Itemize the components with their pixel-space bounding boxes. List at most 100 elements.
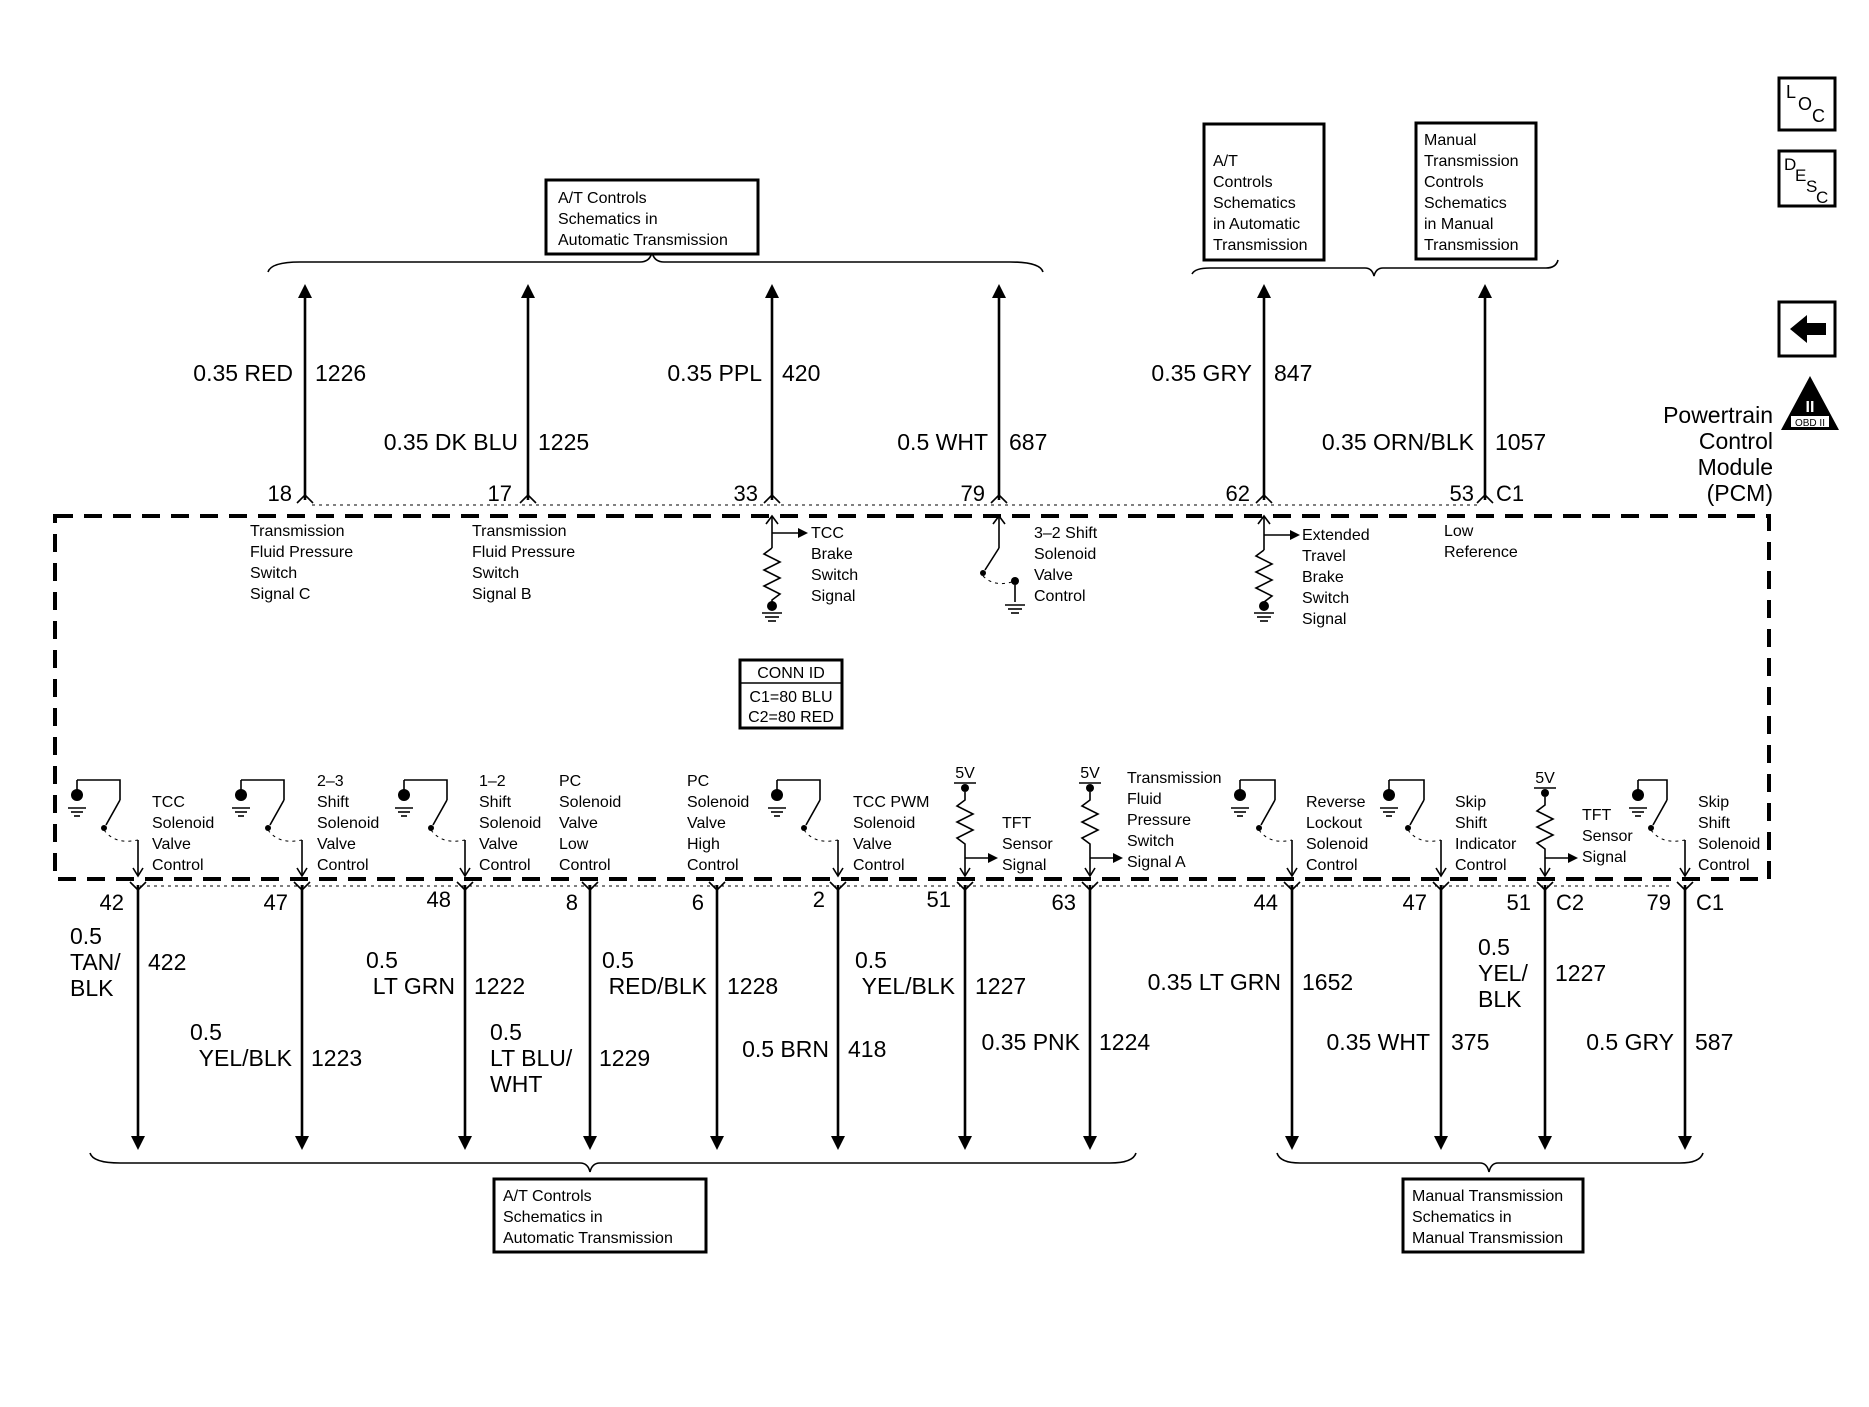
circuit-top-62[interactable]: 0.35 GRY 847 62 Extended Travel Brake Sw… <box>1151 284 1370 628</box>
function-label: Switch <box>1127 833 1174 850</box>
function-label: Valve <box>479 836 518 853</box>
conn-id-title: CONN ID <box>757 665 825 682</box>
function-label: Transmission <box>472 523 567 540</box>
function-label: Skip <box>1455 794 1486 811</box>
arrow-left-icon <box>1790 315 1826 343</box>
circuit-number: 1225 <box>538 429 589 455</box>
circuit-top-53[interactable]: 0.35 ORN/BLK 1057 53 C1 Low Reference <box>1322 284 1546 561</box>
bottom-at-reference-box[interactable]: A/T Controls Schematics in Automatic Tra… <box>492 1177 708 1254</box>
function-label: Solenoid <box>559 794 621 811</box>
circuit-bottom-79-c1[interactable]: 79 C1 Skip Shift Solenoid Control 0.5 GR… <box>1586 779 1760 1150</box>
pin-number: 53 <box>1450 481 1474 506</box>
circuit-top-17[interactable]: 0.35 DK BLU 1225 17 Transmission Fluid P… <box>384 284 589 603</box>
loc-letter: L <box>1786 82 1796 102</box>
function-label: Solenoid <box>1306 836 1368 853</box>
function-label: Reference <box>1444 544 1518 561</box>
pin-number: 18 <box>268 481 292 506</box>
obd-label: OBD II <box>1795 418 1825 429</box>
pin-number: 33 <box>734 481 758 506</box>
switch-icon <box>984 547 1000 571</box>
box-line: Schematics <box>1213 195 1296 212</box>
function-label: Signal <box>1302 611 1346 628</box>
box-line: in Automatic <box>1213 216 1300 233</box>
circuit-bottom-8[interactable]: 8 PC Solenoid Valve Low Control 0.5 LT B… <box>490 773 650 1150</box>
box-line: Controls <box>1213 174 1273 191</box>
function-label: Valve <box>559 815 598 832</box>
circuit-bottom-6[interactable]: 6 PC Solenoid Valve High Control 0.5 RED… <box>602 773 778 1150</box>
wire-color: 0.35 ORN/BLK <box>1322 429 1475 455</box>
function-label: Signal B <box>472 586 532 603</box>
circuit-bottom-2[interactable]: 2 TCC PWM Solenoid Valve Control 0.5 BRN… <box>742 779 929 1150</box>
function-label: Brake <box>811 546 853 563</box>
wire-color: 0.35 PPL <box>667 360 762 386</box>
circuit-bottom-47[interactable]: 47 2–3 Shift Solenoid Valve Control 0.5 … <box>190 773 379 1150</box>
circuit-top-33[interactable]: 0.35 PPL 420 33 TCC Brake Switch Signal <box>667 284 858 622</box>
top-at-reference-box[interactable]: A/T Controls Schematics in Automatic Tra… <box>544 178 760 256</box>
function-label: Pressure <box>1127 812 1191 829</box>
wire-color: 0.5 GRY <box>1586 1029 1674 1055</box>
bottom-right-bracket <box>1276 1152 1704 1173</box>
circuit-top-18[interactable]: 0.35 RED 1226 18 Transmission Fluid Pres… <box>193 284 366 603</box>
bottom-manual-reference-box[interactable]: Manual Transmission Schematics in Manual… <box>1401 1177 1585 1254</box>
function-label: Signal <box>1582 849 1626 866</box>
top-manual-reference-box[interactable]: Manual Transmission Controls Schematics … <box>1414 121 1538 261</box>
desc-button[interactable]: D E S C <box>1777 149 1837 208</box>
pullup-resistor-icon <box>954 782 998 878</box>
circuit-number: 847 <box>1274 360 1312 386</box>
wire-color: 0.35 GRY <box>1151 360 1252 386</box>
top-at-reference-box-right[interactable]: A/T Controls Schematics in Automatic Tra… <box>1202 122 1326 262</box>
box-line: Transmission <box>1424 237 1519 254</box>
wire-color: LT GRN <box>373 973 455 999</box>
circuit-bottom-44[interactable]: 44 Reverse Lockout Solenoid Control 0.35… <box>1148 779 1369 1150</box>
circuit-bottom-51-tft[interactable]: 5V 51 TFT Sensor Signal 0.5 YEL/BLK 1227 <box>855 765 1053 1150</box>
function-label: Valve <box>853 836 892 853</box>
reference-voltage: 5V <box>1080 765 1100 782</box>
conn-id-line: C2=80 RED <box>748 709 834 726</box>
function-label: Brake <box>1302 569 1344 586</box>
box-line: Schematics in <box>558 211 658 228</box>
wire-color: WHT <box>490 1071 542 1097</box>
function-label: Shift <box>479 794 512 811</box>
circuit-number: 1222 <box>474 973 525 999</box>
function-label: Fluid <box>1127 791 1162 808</box>
function-label: Valve <box>317 836 356 853</box>
loc-button[interactable]: L O C <box>1777 76 1837 132</box>
pin-number: 63 <box>1052 890 1076 915</box>
back-button[interactable] <box>1777 300 1837 358</box>
circuit-bottom-48[interactable]: 48 1–2 Shift Solenoid Valve Control 0.5 … <box>366 773 541 1150</box>
circuit-bottom-42[interactable]: 42 TCC Solenoid Valve Control 0.5 TAN/ B… <box>68 779 214 1150</box>
wire-color: YEL/BLK <box>199 1045 293 1071</box>
pullup-resistor-icon <box>762 547 782 608</box>
circuit-bottom-47-manual[interactable]: 47 Skip Shift Indicator Control 0.35 WHT… <box>1326 779 1517 1150</box>
function-label: Valve <box>687 815 726 832</box>
function-label: Control <box>317 857 369 874</box>
pullup-resistor-icon <box>1079 782 1123 878</box>
low-side-driver-icon <box>68 779 139 842</box>
circuit-bottom-63[interactable]: 5V 63 Transmission Fluid Pressure Switch… <box>982 765 1222 1150</box>
circuit-top-79[interactable]: 0.5 WHT 687 79 3–2 Shift Solenoid Valve … <box>897 284 1098 614</box>
function-label: Control <box>479 857 531 874</box>
loc-letter: O <box>1798 94 1812 114</box>
pin-number: 79 <box>961 481 985 506</box>
wire-color: 0.35 WHT <box>1326 1029 1430 1055</box>
function-label: Shift <box>1455 815 1488 832</box>
wire-color: 0.5 <box>1478 934 1510 960</box>
module-title-line: (PCM) <box>1707 480 1773 506</box>
function-label: Control <box>559 857 611 874</box>
circuit-bottom-51-c2[interactable]: 5V 51 C2 TFT Sensor Signal 0.5 YEL/ BLK … <box>1478 770 1633 1150</box>
function-label: Skip <box>1698 794 1729 811</box>
function-label: Sensor <box>1002 836 1053 853</box>
wire-color: TAN/ <box>70 949 121 975</box>
circuit-number: 587 <box>1695 1029 1733 1055</box>
obd-label: II <box>1806 399 1815 416</box>
pin-number: 51 <box>927 887 951 912</box>
module-title-line: Powertrain <box>1663 402 1773 428</box>
box-line: Schematics <box>1424 195 1507 212</box>
function-label: Transmission <box>1127 770 1222 787</box>
bottom-left-bracket <box>89 1152 1137 1173</box>
wire-color: 0.35 LT GRN <box>1148 969 1281 995</box>
wire-color: BLK <box>1478 986 1522 1012</box>
function-label: TCC <box>811 525 844 542</box>
box-line: A/T Controls <box>503 1188 592 1205</box>
